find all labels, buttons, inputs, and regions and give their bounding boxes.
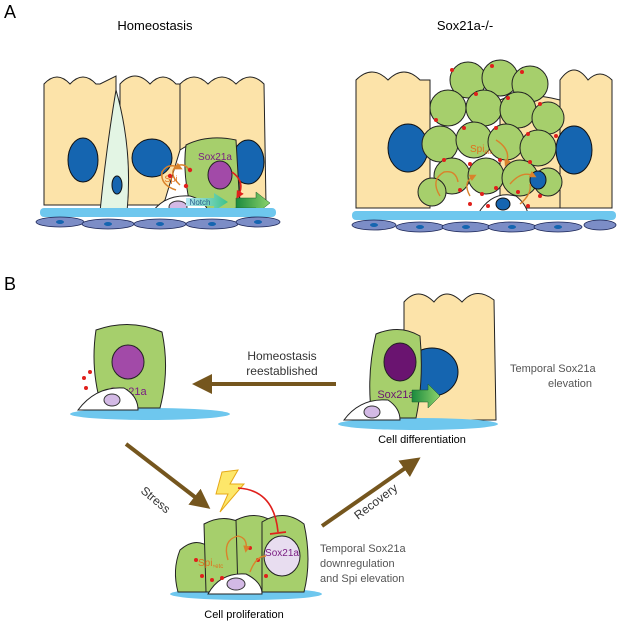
- mutant-epithelium: Spietc: [351, 59, 617, 233]
- homeostatic-membrane: [70, 408, 230, 420]
- differentiation-membrane: [338, 418, 498, 430]
- homeostatic-cell-group: Sox21a: [70, 323, 230, 420]
- homeostasis-epithelium: Sox21a Notch Spi: [35, 75, 281, 230]
- proliferation-spi-label: Spi,etc: [198, 558, 223, 570]
- sox21a-mutant-title: Sox21a-/-: [437, 18, 493, 33]
- downregulation-note-line2: downregulation: [320, 558, 395, 570]
- homeostatic-sox21a-nucleus: [111, 344, 145, 380]
- spi-dot: [82, 376, 86, 380]
- downregulation-note-line1: Temporal Sox21a: [320, 543, 406, 555]
- differentiation-group: Sox21a: [338, 293, 498, 430]
- spi-curl-arrow: [172, 164, 191, 186]
- mutant-enterocyte-nucleus: [555, 125, 593, 175]
- elevation-note-line2: elevation: [548, 378, 592, 390]
- proliferation-stem-nucleus: [226, 577, 246, 591]
- downregulation-note-line3: and Spi elevation: [320, 573, 404, 585]
- homeostasis-title: Homeostasis: [117, 18, 193, 33]
- differentiation-caption: Cell differentiation: [378, 434, 466, 446]
- spi-dot: [84, 386, 88, 390]
- spi-dot: [167, 173, 173, 179]
- proliferation-group: Sox21a Spi,etc: [170, 487, 322, 600]
- homeostatic-stem-nucleus: [103, 393, 121, 407]
- panel-a-letter: A: [4, 2, 16, 22]
- panel-b-letter: B: [4, 274, 16, 294]
- recovery-arrow: [320, 457, 421, 528]
- spi-dot: [88, 370, 92, 374]
- spi-curl-arrow: [161, 162, 183, 191]
- mutant-visceral-muscle-layer: [351, 219, 617, 233]
- sox21a-inhibition-bar: [269, 531, 287, 535]
- spi-label: Spi: [164, 174, 177, 184]
- differentiation-sox21a-nucleus: [383, 342, 417, 382]
- visceral-muscle-layer: [35, 216, 281, 230]
- elevation-note-line1: Temporal Sox21a: [510, 363, 596, 375]
- proliferation-caption: Cell proliferation: [204, 609, 283, 621]
- sox21a-label: Sox21a: [198, 152, 232, 163]
- enterocyte-nucleus: [131, 138, 173, 178]
- proliferation-sox21a-label: Sox21a: [265, 548, 299, 559]
- mutant-spi-curls: [435, 139, 537, 205]
- proliferation-spi-curls: [225, 535, 267, 573]
- stress-lightning-icon: [215, 469, 246, 513]
- notch-label: Notch: [190, 198, 211, 207]
- differentiation-arrow: [411, 383, 441, 409]
- mutant-basement-membrane: [352, 211, 616, 220]
- sox21a-nucleus: [207, 160, 233, 190]
- reestablish-label-line2: reestablished: [246, 364, 317, 378]
- differentiation-stem-nucleus: [363, 405, 381, 419]
- basement-membrane: [40, 208, 276, 217]
- enterocyte-nucleus: [67, 137, 99, 183]
- mutant-spi-label: Spietc: [470, 144, 492, 156]
- spindle-nucleus: [111, 175, 123, 195]
- sox21a-inhibition-line: [237, 487, 279, 533]
- mutant-green-nucleus: [529, 170, 547, 190]
- differentiation-sox21a-label: Sox21a: [377, 389, 415, 401]
- notch-arrow: [186, 193, 228, 211]
- reestablish-label-line1: Homeostasis: [247, 349, 316, 363]
- mutant-spi-dots: [434, 64, 558, 208]
- stress-label: Stress: [138, 484, 173, 517]
- stress-arrow: [124, 442, 211, 509]
- mutant-stem-nucleus: [495, 197, 511, 211]
- spi-dot: [187, 167, 193, 173]
- sox21a-output-arrow: [231, 171, 244, 199]
- spi-dot: [183, 183, 189, 189]
- green-cell-cluster: [417, 59, 565, 207]
